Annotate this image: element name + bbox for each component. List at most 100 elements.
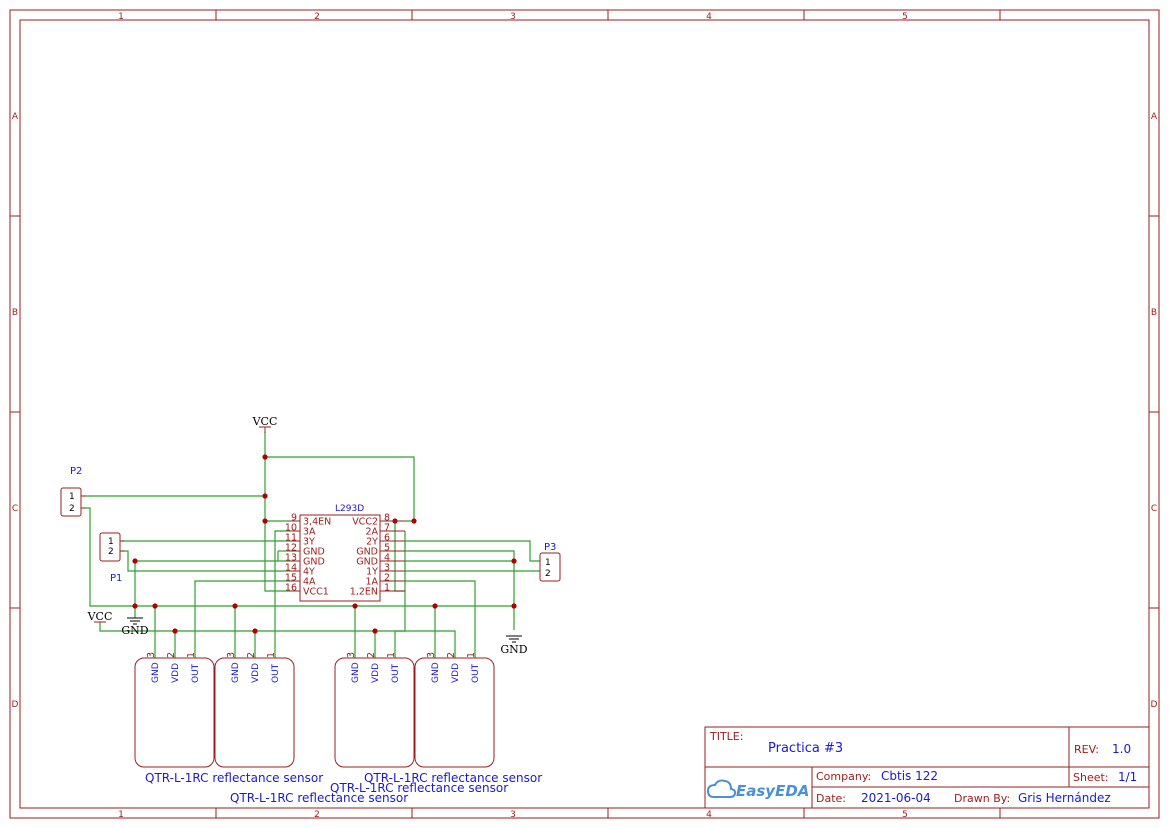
zone-col-3-top: 3 xyxy=(510,12,516,22)
junction xyxy=(262,493,268,499)
sensor-pin-name: GND xyxy=(231,662,241,683)
connector-p2[interactable]: P2 1 2 xyxy=(60,466,85,517)
junction xyxy=(432,603,438,609)
title-block: TITLE: Practica #3 REV: 1.0 Company: Cbt… xyxy=(704,726,1150,809)
ic-left-pin-name: 4Y xyxy=(303,567,315,578)
sensor-pin-name: OUT xyxy=(191,663,201,683)
sheet-label: Sheet: xyxy=(1073,771,1109,784)
ic-left-pin-name: 3Y xyxy=(303,537,315,548)
junction xyxy=(262,518,268,524)
net-vcc-top xyxy=(264,432,290,592)
ic-right-pin-name: 1A xyxy=(365,577,378,588)
ic-right-pin-name: GND xyxy=(356,557,378,568)
junction xyxy=(352,603,358,609)
sensor-pin-num: 2 xyxy=(366,652,377,658)
ic-right-pin-num: 5 xyxy=(384,543,390,554)
gnd-left-symbol: GND xyxy=(121,617,149,637)
sensor-pin-name: GND xyxy=(431,662,441,683)
gnd-right-label: GND xyxy=(500,643,527,656)
sensor-pin-num: 1 xyxy=(266,652,277,658)
sensor-pin-num: 3 xyxy=(146,652,157,658)
net-1a xyxy=(405,580,476,658)
ic-left-pin-name: 4A xyxy=(303,577,316,588)
gnd-left-label: GND xyxy=(121,624,148,637)
company-value: Cbtis 122 xyxy=(881,769,938,783)
sensor-body xyxy=(214,657,295,768)
connector-p1[interactable]: P1 1 2 xyxy=(99,532,124,584)
zone-col-1-top: 1 xyxy=(118,12,124,22)
junction xyxy=(511,603,517,609)
sensor-pin-num: 3 xyxy=(426,652,437,658)
connector-p3[interactable]: P3 1 2 xyxy=(539,542,561,582)
sheet-value: 1/1 xyxy=(1118,770,1137,784)
sensor-pin-name: GND xyxy=(151,662,161,683)
junction xyxy=(262,454,268,460)
sensor-pin-name: VDD xyxy=(171,663,181,683)
junction xyxy=(252,628,258,634)
rev-value: 1.0 xyxy=(1112,742,1131,756)
date-label: Date: xyxy=(816,792,846,805)
ic-right-pin-num: 3 xyxy=(384,563,390,574)
sensor-4-label: QTR-L-1RC reflectance sensor xyxy=(330,781,508,795)
vcc-top-label: VCC xyxy=(252,415,278,428)
sensor-pin-num: 1 xyxy=(186,652,197,658)
p2-pin1-num: 1 xyxy=(69,492,75,502)
net-vcc2 xyxy=(265,456,415,522)
ic-right-pin-num: 2 xyxy=(384,573,390,584)
p3-pin1-num: 1 xyxy=(545,558,551,568)
zone-col-2-top: 2 xyxy=(314,12,320,22)
sensor-pin-num: 2 xyxy=(446,652,457,658)
ic-right-pin-num: 7 xyxy=(384,523,390,534)
sensor-pin-name: VDD xyxy=(371,663,381,683)
sensor-pin-num: 3 xyxy=(346,652,357,658)
junctions xyxy=(132,454,517,634)
company-label: Company: xyxy=(816,770,871,783)
sensor-labels: QTR-L-1RC reflectance sensor QTR-L-1RC r… xyxy=(145,771,542,805)
zone-col-2-bottom: 2 xyxy=(314,810,320,820)
ic-left-pin-name: GND xyxy=(303,557,325,568)
sensor-pin-name: OUT xyxy=(271,663,281,683)
ic-part-label: L293D xyxy=(335,504,364,514)
rev-label: REV: xyxy=(1074,743,1099,756)
vcc-top-symbol: VCC xyxy=(252,415,278,433)
junction xyxy=(132,603,138,609)
ic-left-pin-name: VCC1 xyxy=(303,587,329,598)
zone-row-b-right: B xyxy=(1151,308,1157,318)
title-value: Practica #3 xyxy=(768,741,843,756)
sensor-pin-name: OUT xyxy=(471,663,481,683)
ic-right-pin-num: 4 xyxy=(384,553,390,564)
logo-text: EasyEDA xyxy=(736,782,809,800)
cloud-icon xyxy=(706,779,737,798)
ic-left-pin-name: GND xyxy=(303,547,325,558)
ic-left-pin-num: 12 xyxy=(285,543,297,554)
ic-left-pin-num: 9 xyxy=(291,513,297,524)
junction xyxy=(232,603,238,609)
p1-pin1-num: 1 xyxy=(108,537,114,547)
zone-row-b-left: B xyxy=(12,308,18,318)
zone-labels: 1 2 3 4 5 1 2 3 4 5 A B C D A B C D xyxy=(12,12,1158,820)
date-value: 2021-06-04 xyxy=(861,791,931,805)
vcc-left-label: VCC xyxy=(87,610,113,623)
zone-col-5-top: 5 xyxy=(902,12,908,22)
net-3a xyxy=(274,530,290,658)
zone-row-a-right: A xyxy=(1151,112,1158,122)
net-4a xyxy=(194,580,290,658)
sensor-pin-num: 2 xyxy=(166,652,177,658)
drawn-by-value: Gris Hernández xyxy=(1018,791,1111,805)
sensor-1-label: QTR-L-1RC reflectance sensor xyxy=(145,771,323,785)
ic-left-pin-num: 15 xyxy=(285,573,297,584)
easyeda-logo: EasyEDA xyxy=(706,779,809,800)
ic-left-pin-num: 11 xyxy=(285,533,297,544)
sensor-pin-num: 2 xyxy=(246,652,257,658)
ic-right-pin-name: 2Y xyxy=(366,537,378,548)
sensor-pin-num: 1 xyxy=(466,652,477,658)
ic-right-pin-name: GND xyxy=(356,547,378,558)
ic-right-pin-num: 6 xyxy=(384,533,390,544)
p2-pin2-num: 2 xyxy=(69,504,75,514)
